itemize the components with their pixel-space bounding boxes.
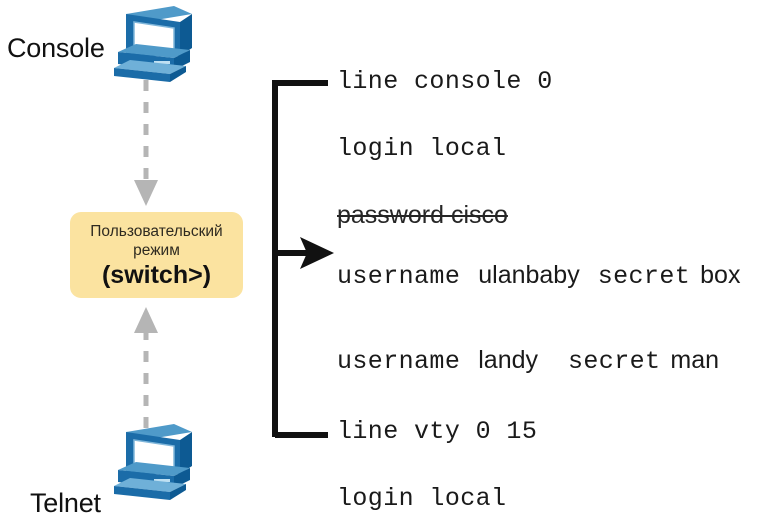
user-mode-prompt: (switch>)	[101, 261, 212, 290]
vty-config-block: line vty 0 15 login local password cisco	[337, 380, 537, 515]
vty-config-line-2: login local	[337, 484, 507, 513]
mode-to-config-bracket	[262, 62, 342, 457]
user-mode-label-line1: Пользовательский	[90, 222, 223, 240]
username-row-1: username ulanbaby secret box	[337, 260, 740, 291]
console-label: Console	[7, 33, 105, 63]
console-config-line-3: password cisco	[337, 201, 508, 229]
console-config-block: line console 0 login local password cisc…	[337, 30, 553, 267]
username-value-1: ulanbaby	[478, 261, 580, 289]
username-keyword-1: username	[337, 262, 461, 291]
vty-config-line-1: line vty 0 15	[337, 417, 538, 446]
username-keyword-2: username	[337, 347, 461, 376]
secret-value-2: man	[670, 346, 720, 374]
username-row-2: username landy secret man	[337, 345, 740, 376]
secret-value-1: box	[700, 261, 741, 289]
user-mode-box: Пользовательский режим (switch>)	[70, 212, 243, 298]
console-to-user-mode-connector	[128, 80, 164, 213]
console-config-line-1: line console 0	[337, 67, 553, 96]
secret-keyword-1: secret	[597, 262, 691, 291]
username-value-2: landy	[478, 346, 538, 374]
telnet-label-line1: Telnet	[30, 487, 101, 515]
username-config-block: username ulanbaby secret box username landy s…	[337, 224, 740, 412]
console-computer-icon	[112, 2, 200, 91]
telnet-computer-icon	[112, 420, 200, 509]
telnet-label: Telnet (vty)	[30, 424, 101, 515]
telnet-to-user-mode-connector	[128, 305, 164, 438]
user-mode-label-line2: режим	[133, 242, 180, 260]
secret-keyword-2: secret	[568, 347, 661, 376]
console-config-line-2: login local	[337, 134, 507, 163]
